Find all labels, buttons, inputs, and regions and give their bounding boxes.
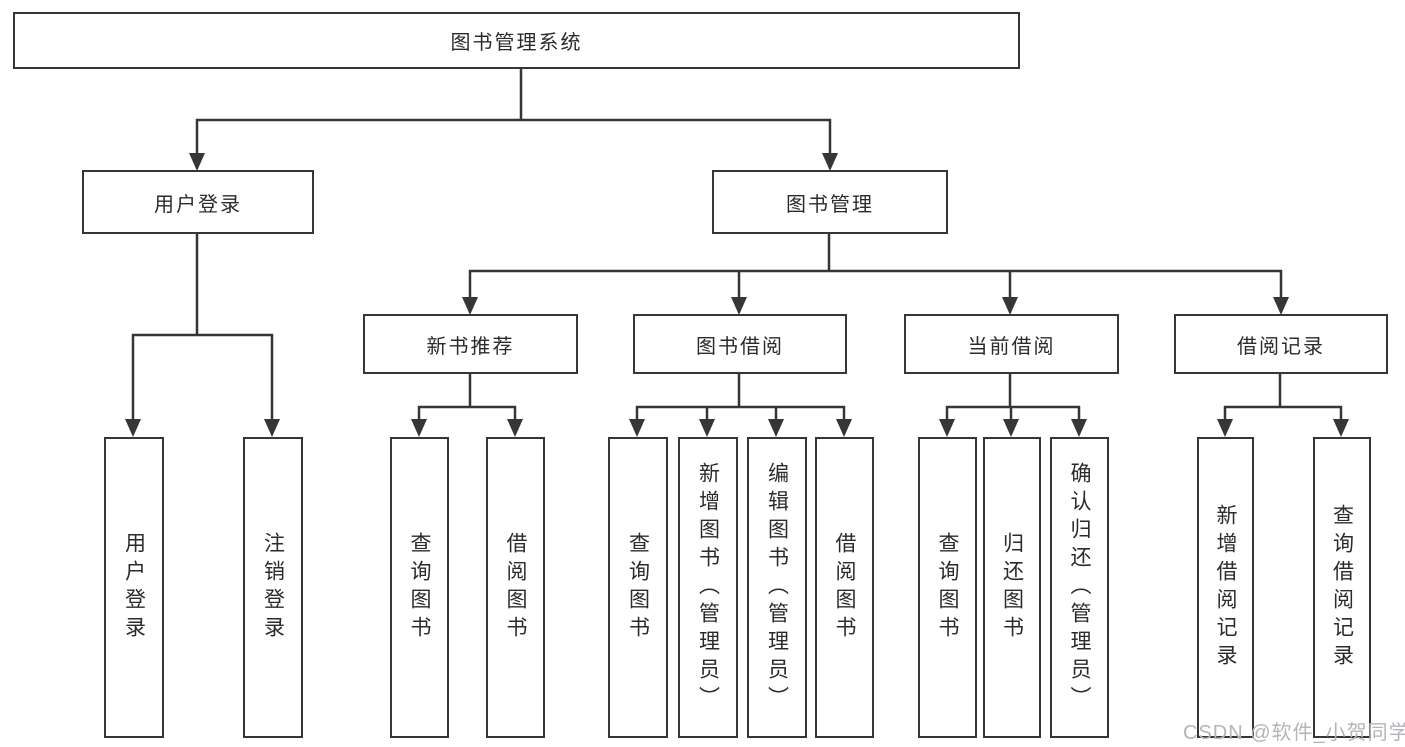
arrowhead-icon (411, 419, 427, 437)
node-label: 借阅图书 (504, 531, 527, 644)
node-book-management: 图书管理 (712, 170, 948, 234)
arrowhead-icon (507, 419, 523, 437)
leaf-borrow-books: 借阅图书 (486, 437, 545, 738)
node-label: 确认归还（管理员） (1068, 461, 1091, 714)
leaf-add-borrow-record: 新增借阅记录 (1197, 437, 1254, 738)
node-label: 图书管理 (786, 193, 874, 216)
node-label: 图书管理系统 (450, 32, 583, 54)
leaf-return-books: 归还图书 (983, 437, 1041, 738)
node-label: 查询图书 (936, 531, 959, 644)
leaf-logout: 注销登录 (243, 437, 303, 738)
arrowhead-icon (836, 419, 852, 437)
node-label: 新增图书（管理员） (696, 461, 720, 714)
leaf-user-login: 用户登录 (104, 437, 164, 738)
node-label: 借阅记录 (1237, 335, 1325, 358)
arrowhead-icon (1273, 297, 1289, 315)
node-book-borrowing: 图书借阅 (633, 314, 847, 374)
node-label: 注销登录 (261, 531, 285, 644)
arrowhead-icon (731, 297, 747, 315)
node-current-borrowing: 当前借阅 (904, 314, 1119, 374)
arrowhead-icon (699, 419, 715, 437)
node-label: 借阅图书 (833, 531, 856, 644)
arrowhead-icon (1217, 419, 1233, 437)
node-label: 当前借阅 (967, 335, 1056, 358)
arrowhead-icon (1071, 419, 1087, 437)
node-label: 编辑图书（管理员） (765, 461, 789, 714)
node-label: 查询图书 (408, 531, 431, 644)
arrowhead-icon (125, 419, 141, 437)
csdn-watermark: CSDN @软件_小贺同学 (1183, 722, 1405, 744)
node-label: 新书推荐 (426, 335, 515, 358)
node-label: 用户登录 (154, 193, 242, 216)
node-label: 新增借阅记录 (1214, 503, 1237, 672)
leaf-add-books-admin: 新增图书（管理员） (678, 437, 738, 738)
leaf-query-books: 查询图书 (918, 437, 977, 738)
leaf-query-books: 查询图书 (390, 437, 449, 738)
arrowhead-icon (939, 419, 955, 437)
leaf-query-borrow-record: 查询借阅记录 (1313, 437, 1371, 738)
node-label: 归还图书 (1000, 531, 1024, 644)
node-new-book-recommend: 新书推荐 (363, 314, 578, 374)
node-label: 用户登录 (122, 531, 146, 644)
arrowhead-icon (822, 153, 838, 171)
node-label: 图书借阅 (696, 335, 784, 358)
leaf-query-books: 查询图书 (608, 437, 668, 738)
node-borrowing-records: 借阅记录 (1174, 314, 1388, 374)
arrowhead-icon (1333, 419, 1349, 437)
arrowhead-icon (1002, 297, 1018, 315)
leaf-borrow-books: 借阅图书 (815, 437, 874, 738)
leaf-confirm-return-admin: 确认归还（管理员） (1050, 437, 1109, 738)
arrowhead-icon (264, 419, 280, 437)
arrowhead-icon (1003, 419, 1019, 437)
arrowhead-icon (629, 419, 645, 437)
arrowhead-icon (189, 153, 205, 171)
node-root: 图书管理系统 (13, 12, 1020, 69)
leaf-edit-books-admin: 编辑图书（管理员） (747, 437, 807, 738)
arrowhead-icon (768, 419, 784, 437)
node-label: 查询借阅记录 (1330, 503, 1354, 672)
arrowhead-icon (462, 297, 478, 315)
node-user-login: 用户登录 (82, 170, 314, 234)
node-label: 查询图书 (626, 531, 650, 644)
